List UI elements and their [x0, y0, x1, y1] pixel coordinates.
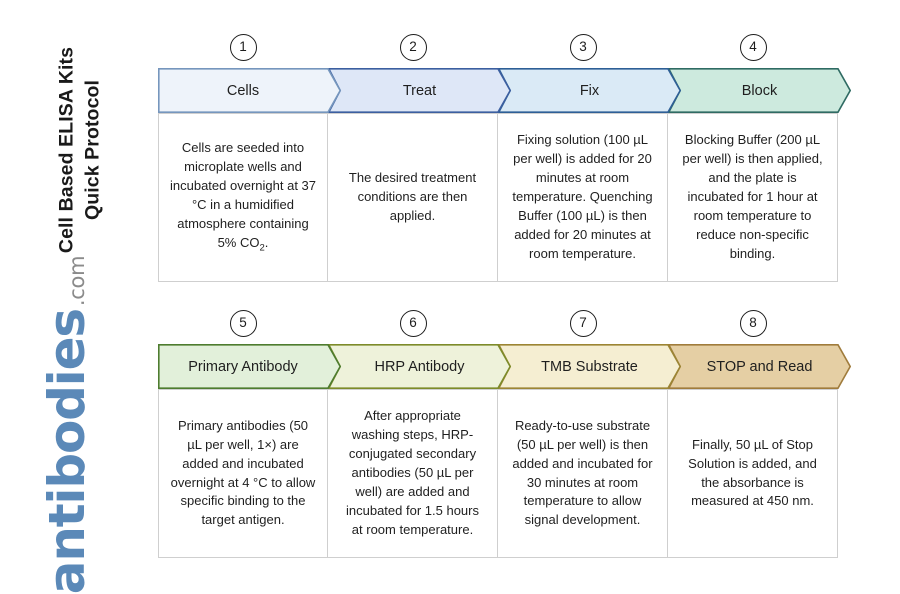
step-label-7: TMB Substrate: [541, 358, 638, 375]
step-description-text-3: Fixing solution (100 µL per well) is add…: [512, 132, 653, 261]
step-chevron-shape-5: [158, 344, 341, 389]
chevron-band-1: Cells Treat Fix Block: [158, 68, 851, 113]
step-number-badge-1: 1: [229, 34, 257, 61]
step-chevron-1[interactable]: Cells: [158, 68, 341, 113]
step-label-5: Primary Antibody: [188, 358, 298, 375]
step-chevron-8[interactable]: STOP and Read: [668, 344, 851, 389]
protocol-row-1: 1 2 3 4 Cells Treat Fix Block Cells are seeded…: [158, 34, 851, 282]
brand-logo: antibodies .com: [0, 256, 152, 594]
step-description-cell-8: Finally, 50 µL of Stop Solution is added…: [668, 389, 838, 558]
step-description-text-5: Primary antibodies (50 µL per well, 1×) …: [170, 417, 316, 528]
page-title-line-2: Quick Protocol: [81, 79, 103, 221]
description-band-2: Primary antibodies (50 µL per well, 1×) …: [158, 389, 838, 558]
step-description-text-8: Finally, 50 µL of Stop Solution is added…: [688, 436, 817, 509]
step-description-cell-6: After appropriate washing steps, HRP-con…: [328, 389, 498, 558]
step-description-cell-2: The desired treatment conditions are the…: [328, 113, 498, 282]
step-label-1: Cells: [226, 82, 260, 99]
brand-logo-tld: .com: [65, 255, 89, 307]
step-label-2: Treat: [402, 82, 437, 99]
step-description-text-4: Blocking Buffer (200 µL per well) is the…: [682, 132, 823, 261]
step-description-text-2: The desired treatment conditions are the…: [348, 170, 477, 223]
step-number-badge-2: 2: [399, 34, 427, 61]
step-label-8: STOP and Read: [706, 358, 813, 375]
step-description-text-7: Ready-to-use substrate (50 µL per well) …: [512, 417, 653, 528]
step-chevron-3[interactable]: Fix: [498, 68, 681, 113]
description-band-1: Cells are seeded into microplate wells a…: [158, 113, 838, 282]
step-label-4: Block: [741, 82, 778, 99]
step-description-cell-5: Primary antibodies (50 µL per well, 1×) …: [158, 389, 328, 558]
chevron-band-2: Primary Antibody HRP Antibody TMB Substrat…: [158, 344, 851, 389]
step-chevron-shape-1: [158, 68, 341, 113]
step-label-3: Fix: [579, 82, 600, 99]
protocol-row-2: 5 6 7 8 Primary Antibody HRP Antibody TMB Sub…: [158, 310, 851, 558]
step-number-strip-1: 1 2 3 4: [158, 34, 838, 68]
step-chevron-6[interactable]: HRP Antibody: [328, 344, 511, 389]
step-number-badge-3: 3: [569, 34, 597, 61]
brand-logo-name: antibodies: [38, 309, 96, 594]
step-chevron-2[interactable]: Treat: [328, 68, 511, 113]
step-description-cell-7: Ready-to-use substrate (50 µL per well) …: [498, 389, 668, 558]
step-number-badge-6: 6: [399, 310, 427, 337]
step-chevron-7[interactable]: TMB Substrate: [498, 344, 681, 389]
step-number-badge-4: 4: [739, 34, 767, 61]
step-label-6: HRP Antibody: [374, 358, 465, 375]
step-chevron-4[interactable]: Block: [668, 68, 851, 113]
step-description-cell-4: Blocking Buffer (200 µL per well) is the…: [668, 113, 838, 282]
step-description-text-6: After appropriate washing steps, HRP-con…: [346, 408, 479, 537]
step-number-strip-2: 5 6 7 8: [158, 310, 838, 344]
step-description-cell-3: Fixing solution (100 µL per well) is add…: [498, 113, 668, 282]
step-number-badge-7: 7: [569, 310, 597, 337]
step-description-text-1: Cells are seeded into microplate wells a…: [170, 140, 316, 254]
step-chevron-5[interactable]: Primary Antibody: [158, 344, 341, 389]
step-number-badge-5: 5: [229, 310, 257, 337]
step-description-cell-1: Cells are seeded into microplate wells a…: [158, 113, 328, 282]
step-number-badge-8: 8: [739, 310, 767, 337]
page-title-line-1: Cell Based ELISA Kits: [55, 46, 78, 254]
